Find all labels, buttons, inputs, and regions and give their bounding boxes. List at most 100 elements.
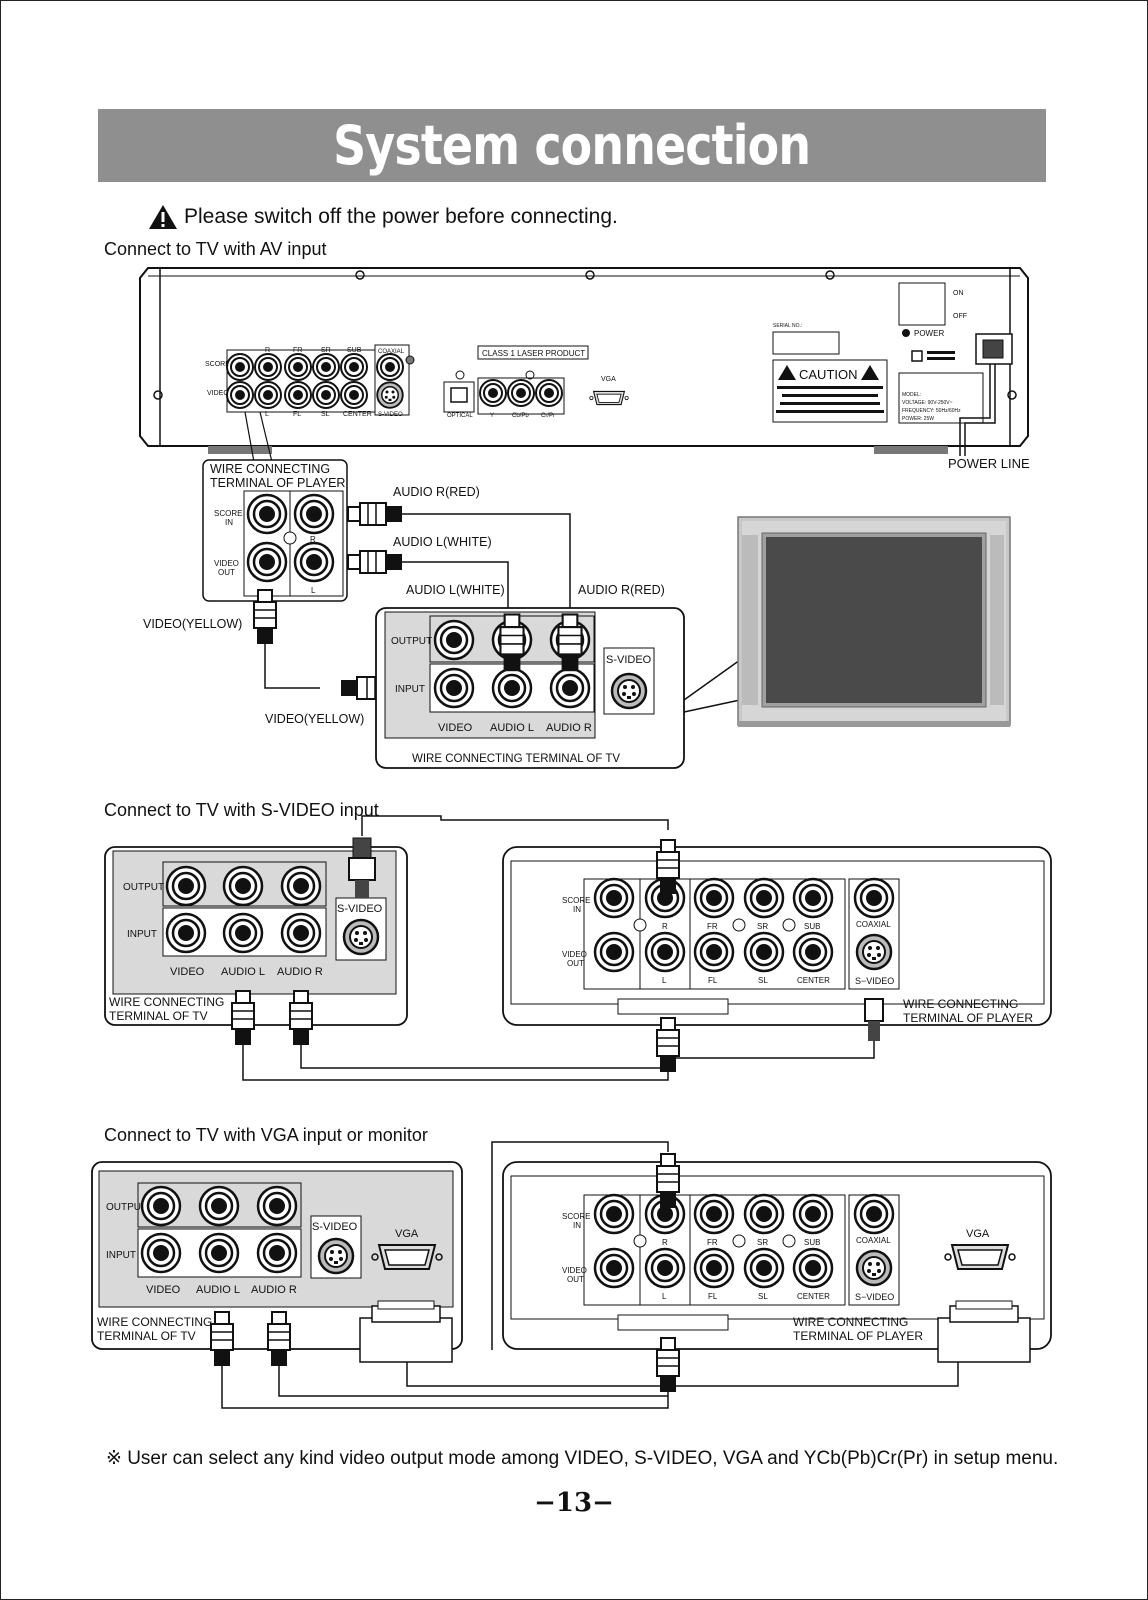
sp2-video: VIDEO <box>562 1266 587 1275</box>
sv-input: INPUT <box>127 929 157 940</box>
av-audio-l-white: AUDIO L(WHITE) <box>393 535 492 549</box>
sp1-video: VIDEO <box>562 950 587 959</box>
section-title-svideo: Connect to TV with S-VIDEO input <box>104 800 379 820</box>
sp1-center: CENTER <box>797 976 830 985</box>
vg-audio-r: AUDIO R <box>251 1284 297 1296</box>
sp2-fr: FR <box>707 1238 718 1247</box>
svideo-diagram: OUTPUT INPUT VIDEO AUDIO L AUDIO R S-VID… <box>104 815 1052 1081</box>
warning-text: Please switch off the power before conne… <box>184 205 618 228</box>
sp2-sub: SUB <box>804 1238 820 1247</box>
vga-diagram: OUTPUT INPUT VIDEO AUDIO L AUDIO R S-VID… <box>91 1141 1052 1409</box>
sp1-fr: FR <box>707 922 718 931</box>
av-audio-r-red: AUDIO R(RED) <box>393 485 480 499</box>
sp1-svideo: S−VIDEO <box>855 976 894 986</box>
sv-audio-r: AUDIO R <box>277 966 323 978</box>
pb-serial: SERIAL NO.: <box>773 323 802 329</box>
player-back-panel: SCORE IN VIDEO OUT R FR SR SUB L FL SL C… <box>139 267 1030 471</box>
sp1-l: L <box>662 976 667 985</box>
pb-power: POWER <box>914 329 944 338</box>
sp1-r: R <box>662 922 668 931</box>
sp2-fl: FL <box>708 1292 718 1301</box>
pb-power-rating: POWER: 25W <box>902 416 934 422</box>
vg-video: VIDEO <box>146 1284 181 1296</box>
pb-cr: Cr/Pr <box>541 413 555 419</box>
av-score: SCORE <box>214 509 242 518</box>
sp1-sub: SUB <box>804 922 820 931</box>
pb-on: ON <box>953 290 964 297</box>
av-input: INPUT <box>395 684 425 695</box>
pb-laser-label: CLASS 1 LASER PRODUCT <box>482 349 585 358</box>
section-title-av: Connect to TV with AV input <box>104 239 327 259</box>
vg-svideo: S-VIDEO <box>312 1221 358 1233</box>
av-audio-r: AUDIO R <box>546 722 592 734</box>
av-r: R <box>310 535 316 544</box>
av-audio-l: AUDIO L <box>490 722 534 734</box>
pb-label-fl: FL <box>293 411 301 418</box>
av-player-terminal-1: WIRE CONNECTING <box>210 462 330 476</box>
vg-input: INPUT <box>106 1250 136 1261</box>
sp1-score: SCORE <box>562 896 590 905</box>
pb-label-r: R <box>265 347 270 354</box>
av-diagram: WIRE CONNECTING TERMINAL OF PLAYER SCORE… <box>143 411 1011 769</box>
sp2-player-terminal-2: TERMINAL OF PLAYER <box>793 1329 923 1343</box>
pb-label-sr: SR <box>321 347 331 354</box>
title-banner: System connection <box>98 109 1046 182</box>
av-video: VIDEO <box>438 722 473 734</box>
sp2-score: SCORE <box>562 1212 590 1221</box>
sp2-vga: VGA <box>966 1228 990 1240</box>
pb-caution: CAUTION <box>799 367 858 382</box>
av-svideo: S-VIDEO <box>606 654 652 666</box>
pb-label-sl: SL <box>321 411 330 418</box>
sp1-player-terminal-1: WIRE CONNECTING <box>903 997 1018 1011</box>
av-video-yellow-2: VIDEO(YELLOW) <box>265 712 364 726</box>
pb-y: Y <box>490 413 494 419</box>
pb-svideo: S-VIDEO <box>378 412 403 418</box>
sv-tv-terminal-2: TERMINAL OF TV <box>109 1009 208 1023</box>
pb-model: MODEL: <box>902 392 921 398</box>
sp2-r: R <box>662 1238 668 1247</box>
pb-voltage: VOLTAGE: 90V-250V~ <box>902 400 953 406</box>
vg-audio-l: AUDIO L <box>196 1284 240 1296</box>
pb-cb: Cb/Pb <box>512 413 529 419</box>
sp2-sl: SL <box>758 1292 768 1301</box>
av-output: OUTPUT <box>391 636 432 647</box>
pb-power-line: POWER LINE <box>948 456 1030 471</box>
sp2-svideo: S−VIDEO <box>855 1292 894 1302</box>
sp1-in: IN <box>573 905 581 914</box>
sp2-coaxial: COAXIAL <box>856 1236 891 1245</box>
pb-optical: OPTICAL <box>447 413 473 419</box>
sp2-sr: SR <box>757 1238 768 1247</box>
sp2-l: L <box>662 1292 667 1301</box>
av-in: IN <box>225 518 233 527</box>
av-tv-terminal: WIRE CONNECTING TERMINAL OF TV <box>412 753 620 765</box>
pb-label-fr: FR <box>293 347 302 354</box>
sp2-out: OUT <box>567 1275 584 1284</box>
vg-tv-terminal-1: WIRE CONNECTING <box>97 1315 212 1329</box>
pb-coaxial: COAXIAL <box>378 349 405 355</box>
sp1-player-terminal-2: TERMINAL OF PLAYER <box>903 1011 1033 1025</box>
pb-off: OFF <box>953 313 967 320</box>
pb-label-sub: SUB <box>347 347 362 354</box>
pb-label-center: CENTER <box>343 411 372 418</box>
sp1-sl: SL <box>758 976 768 985</box>
page-number: −13− <box>534 1488 614 1518</box>
page-title: System connection <box>333 114 811 177</box>
sp1-sr: SR <box>757 922 768 931</box>
av-video-yellow-1: VIDEO(YELLOW) <box>143 617 242 631</box>
warning-line: Please switch off the power before conne… <box>148 204 618 230</box>
warning-icon <box>149 205 177 229</box>
sv-video: VIDEO <box>170 966 205 978</box>
av-out: OUT <box>218 568 235 577</box>
pb-vga: VGA <box>601 376 616 383</box>
pb-frequency: FREQUENCY: 50Hz/60Hz <box>902 408 961 414</box>
sp1-fl: FL <box>708 976 718 985</box>
sv-output: OUTPUT <box>123 882 164 893</box>
av-audio-r-red-tv: AUDIO R(RED) <box>578 583 665 597</box>
footnote: ※ User can select any kind video output … <box>106 1448 1059 1469</box>
sv-svideo: S-VIDEO <box>337 903 383 915</box>
sp2-in: IN <box>573 1221 581 1230</box>
pb-label-l: L <box>265 411 269 418</box>
sv-audio-l: AUDIO L <box>221 966 265 978</box>
sp1-coaxial: COAXIAL <box>856 920 891 929</box>
